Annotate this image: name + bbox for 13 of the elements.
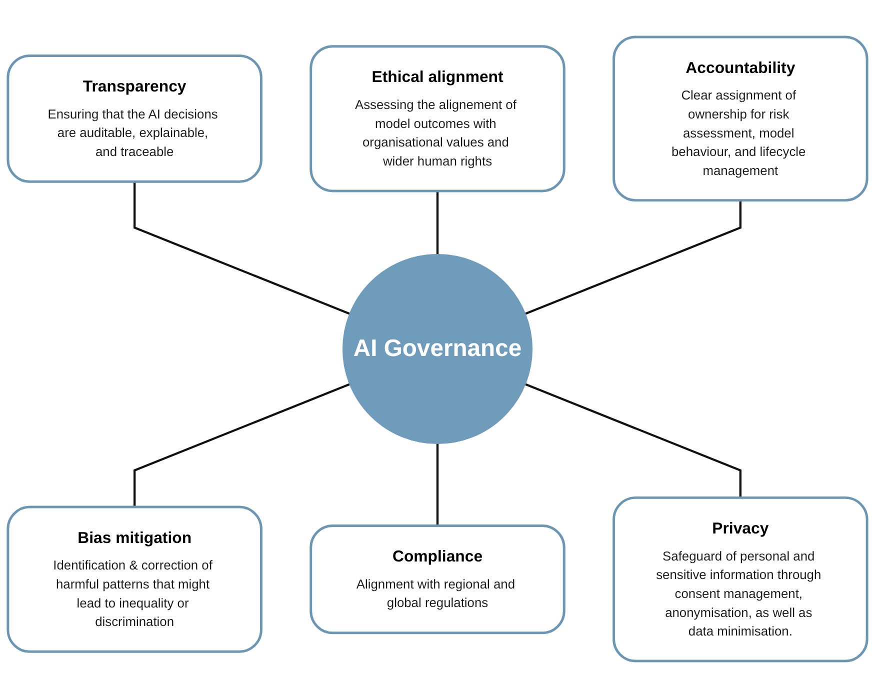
connector-line xyxy=(524,200,742,316)
hub-circle: AI Governance xyxy=(342,254,533,444)
topic-box: Ethical alignment Assessing the alignement of model outcomes with organisational values and wider human rights xyxy=(310,45,566,192)
connector-line xyxy=(436,190,439,255)
topic-box: Compliance Alignment with regional and global regulations xyxy=(310,524,566,634)
connector-line xyxy=(436,443,439,526)
topic-box: Accountability Clear assignment of ownership for risk assessment, model behaviour, and lifecycle management xyxy=(612,36,868,202)
topic-box: Transparency Ensuring that the AI decisions are auditable, explainable, and traceable xyxy=(6,54,262,183)
connector-line xyxy=(133,182,351,316)
topic-box: Privacy Safeguard of personal and sensitive information through consent management, anonymisation, as well as data minimisation. xyxy=(612,496,868,662)
connector-line xyxy=(524,382,742,498)
topic-box: Bias mitigation Identification & correction of harmful patterns that might lead to inequality or discrimination xyxy=(6,506,262,653)
connector-line xyxy=(133,382,351,508)
